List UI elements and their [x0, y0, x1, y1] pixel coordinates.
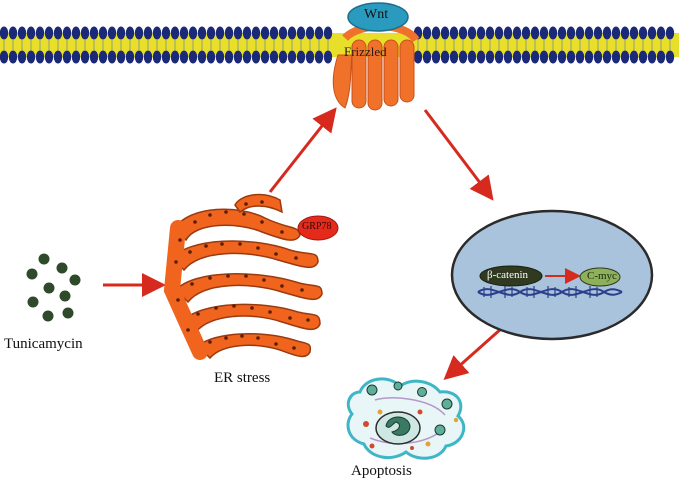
dna-helix-icon	[477, 286, 623, 298]
endoplasmic-reticulum-icon	[163, 193, 339, 360]
c-myc-shape	[579, 267, 621, 287]
tunicamycin-label: Tunicamycin	[4, 336, 83, 352]
frizzled-label: Frizzled	[344, 44, 387, 59]
arrow-frizzled-to-nucleus	[423, 109, 494, 201]
wnt-label: Wnt	[364, 7, 389, 22]
beta-catenin-label: β-catenin	[487, 269, 529, 281]
arrow-nucleus-to-apoptosis	[443, 326, 503, 380]
grp78-label: GRP78	[302, 221, 332, 232]
apoptotic-cell-icon	[346, 377, 466, 460]
tunicamycin-dots-icon	[26, 253, 81, 322]
arrow-er-to-frizzled	[268, 107, 337, 193]
frizzled-receptor-icon	[332, 2, 420, 111]
er-stress-label: ER stress	[214, 370, 271, 386]
nucleus-icon	[450, 209, 654, 341]
lipid-bilayer-icon	[0, 26, 679, 64]
beta-catenin-shape	[479, 265, 543, 287]
apoptosis-label: Apoptosis	[351, 463, 412, 479]
c-myc-label: C-myc	[587, 270, 617, 282]
grp78-marker	[297, 215, 339, 241]
wnt-ligand	[347, 2, 409, 32]
